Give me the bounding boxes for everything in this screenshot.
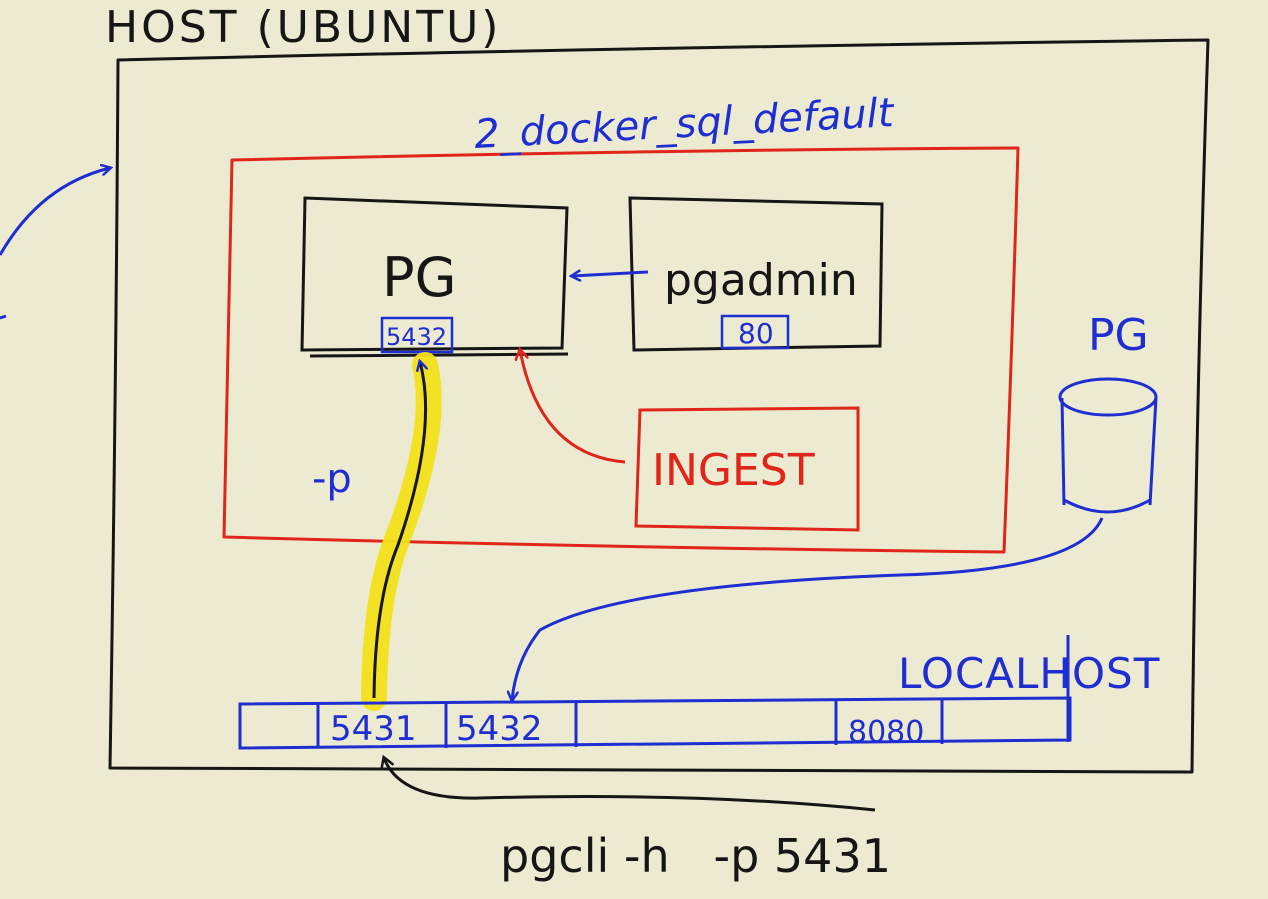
pg-container-box xyxy=(300,196,569,352)
pgadmin-container-box xyxy=(628,196,884,352)
network-label: 2_docker_sql_default xyxy=(473,90,896,158)
host-box xyxy=(108,38,1210,774)
pgcli-to-5431-arrow xyxy=(384,758,876,812)
pg-container-port: 5432 xyxy=(386,323,447,351)
network-box xyxy=(222,146,1020,554)
local-pg-database-icon xyxy=(1058,377,1158,514)
pgadmin-container-label: pgadmin xyxy=(664,255,858,306)
localhost-label: LOCALHOST xyxy=(898,649,1160,698)
publish-flag-label: -p xyxy=(312,456,352,502)
pg-container-label: PG xyxy=(382,246,456,309)
ingest-container-label: INGEST xyxy=(652,445,815,496)
pgadmin-port: 80 xyxy=(738,317,774,350)
localhost-port-5431: 5431 xyxy=(330,709,417,749)
host-label: HOST (UBUNTU) xyxy=(105,2,501,53)
ingest-container-box xyxy=(634,406,860,532)
local-pg-to-localhost-arrow xyxy=(512,517,1104,700)
local-pg-label: PG xyxy=(1088,310,1149,361)
pgcli-command: pgcli -h -p 5431 xyxy=(500,829,891,883)
pg-container-underline xyxy=(309,352,569,358)
pgadmin-to-pg-arrow xyxy=(572,272,649,276)
pgadmin-port-box xyxy=(720,314,790,350)
left-inbound-arrow xyxy=(0,168,110,256)
localhost-port-5432: 5432 xyxy=(456,709,543,749)
pg-container-port-box xyxy=(380,316,454,354)
port-mapping-line xyxy=(372,362,426,699)
left-edge-mark xyxy=(0,314,7,320)
ingest-to-pg-arrow xyxy=(520,350,626,464)
localhost-port-8080: 8080 xyxy=(848,715,924,750)
localhost-port-strip xyxy=(238,696,1072,750)
